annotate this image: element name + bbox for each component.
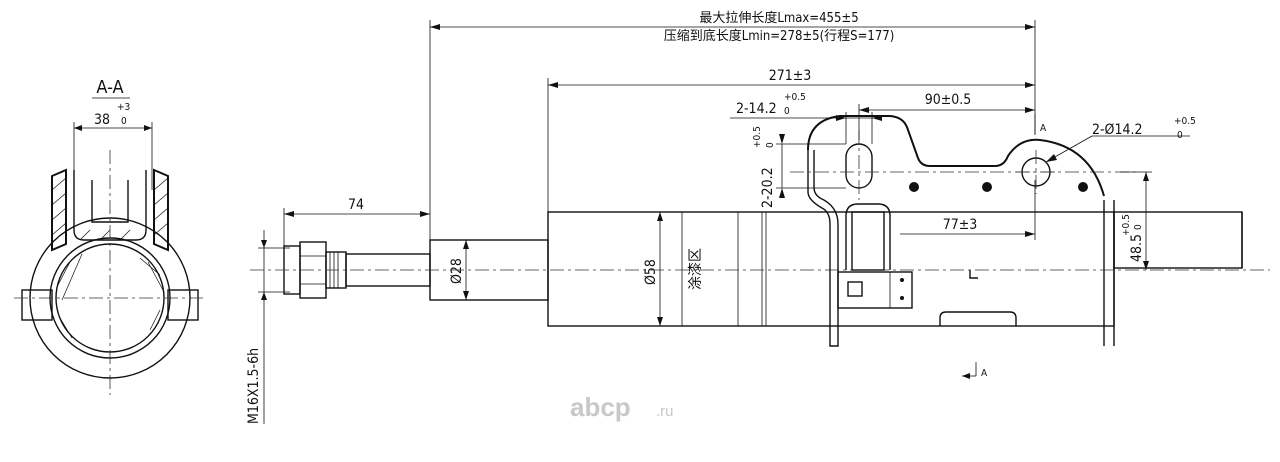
hole-tol-upper: +0.5 [1174, 116, 1196, 127]
svg-text:A: A [1040, 123, 1047, 134]
watermark-domain: .ru [656, 403, 674, 420]
slot-height-tol-upper: +0.5 [752, 126, 763, 148]
dim-48-5-tol-upper: +0.5 [1121, 214, 1132, 236]
section-view-a-a: A-A 38 +3 0 [14, 77, 206, 395]
slot-width-tol-upper: +0.5 [784, 92, 806, 103]
section-title: A-A [96, 77, 123, 98]
rod-diameter-label: Ø28 [449, 258, 465, 284]
slot-width-label: 2-14.2 [736, 101, 777, 117]
max-length-label: 最大拉伸长度Lmax=455±5 [699, 10, 858, 26]
shock-body: Ø58 涂漆区 [250, 200, 1270, 346]
paint-zone-label: 涂漆区 [688, 248, 704, 290]
min-length-label: 压缩到底长度Lmin=278±5(行程S=177) [664, 28, 895, 44]
dim-48-5-label: 48.5 [1129, 234, 1145, 262]
section-angle-value: 38 [94, 112, 110, 128]
hole-tol-lower: 0 [1177, 130, 1183, 141]
dim-77-label: 77±3 [943, 217, 978, 233]
dimension-hole: 2-Ø14.2 +0.5 0 [1045, 116, 1196, 163]
dimension-77: 77±3 [900, 180, 1036, 240]
rod-length-74-label: 74 [348, 197, 364, 213]
watermark-brand: abcp [570, 392, 631, 422]
dim-90-label: 90±0.5 [925, 92, 972, 108]
piston-rod: M16X1.5-6h 74 Ø28 [246, 197, 549, 424]
section-mark-top: A [1034, 114, 1047, 134]
overall-length-dim-line [429, 20, 1036, 245]
section-mark-bottom: A [962, 362, 988, 379]
dim-271-label: 271±3 [769, 68, 812, 84]
slot-height-label: 2-20.2 [760, 167, 776, 208]
abcp-watermark: abcp .ru [570, 392, 674, 422]
dimension-271: 271±3 [547, 68, 1035, 212]
section-angle-tol-lower: 0 [121, 116, 127, 127]
dimension-90: 90±0.5 [858, 92, 1035, 140]
slot-width-tol-lower: 0 [784, 106, 790, 117]
dimension-slot-height: 2-20.2 +0.5 0 [752, 126, 846, 208]
svg-text:A: A [981, 368, 988, 379]
thread-spec-label: M16X1.5-6h [246, 348, 262, 424]
section-angle-tol-upper: +3 [117, 102, 130, 113]
dimension-48-5: 48.5 +0.5 0 [1120, 171, 1152, 270]
dim-48-5-tol-lower: 0 [1133, 224, 1144, 230]
body-diameter-label: Ø58 [643, 259, 659, 285]
dimension-slot-width: 2-14.2 +0.5 0 [730, 92, 882, 144]
hole-diameter-label: 2-Ø14.2 [1092, 122, 1143, 138]
slot-height-tol-lower: 0 [765, 142, 776, 148]
